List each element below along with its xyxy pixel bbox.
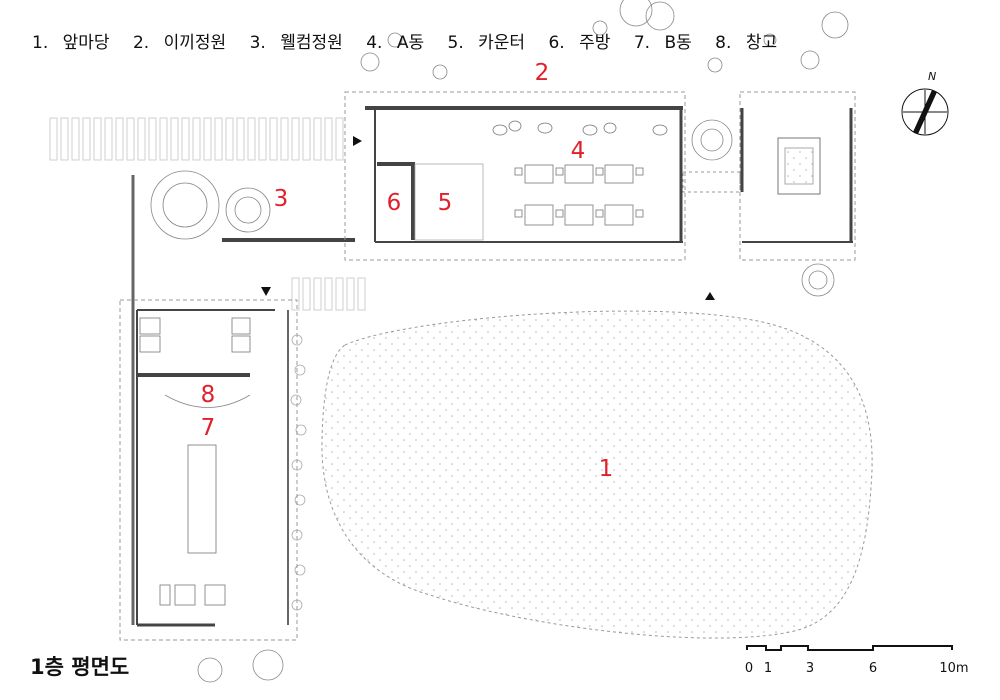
connector	[682, 171, 741, 193]
annex-room	[739, 91, 856, 261]
north-arrow	[901, 88, 949, 136]
north-label: N	[928, 70, 937, 83]
shrub-dots	[290, 334, 307, 611]
front-yard-area	[321, 310, 873, 639]
area-number-1: 1	[598, 456, 614, 482]
welcome-wall	[222, 238, 355, 242]
area-number-6: 6	[386, 190, 402, 216]
building-b	[119, 287, 298, 641]
area-number-8: 8	[200, 382, 216, 408]
tree-group	[150, 0, 849, 683]
scale-label: 1	[763, 661, 773, 676]
legend-item-1: 1. 앞마당	[32, 33, 110, 53]
area-number-7: 7	[200, 415, 216, 441]
area-number-4: 4	[570, 138, 586, 164]
legend-item-7: 7. B동	[633, 33, 692, 53]
building-a	[344, 91, 686, 261]
area-number-5: 5	[437, 190, 453, 216]
legend-item-8: 8. 창고	[715, 33, 778, 53]
scale-bar	[746, 645, 953, 651]
area-number-2: 2	[534, 60, 550, 86]
page-title: 1층 평면도	[30, 655, 130, 679]
legend-item-6: 6. 주방	[548, 33, 611, 53]
entrance-arrow	[705, 292, 715, 300]
legend-item-2: 2. 이끼정원	[132, 33, 227, 53]
scale-label: 3	[805, 661, 815, 676]
scale-label: 6	[868, 661, 878, 676]
legend-item-5: 5. 카운터	[447, 33, 526, 53]
legend-item-3: 3. 웰컴정원	[249, 33, 343, 53]
parking-stripes	[49, 117, 366, 311]
legend-item-4: 4. A동	[366, 33, 425, 53]
area-number-3: 3	[273, 186, 289, 212]
legend: 1. 앞마당 2. 이끼정원 3. 웰컴정원 4. A동 5. 카운터 6. 주…	[32, 28, 795, 53]
scale-label: 0	[744, 661, 754, 676]
scale-label: 10m	[939, 661, 969, 676]
